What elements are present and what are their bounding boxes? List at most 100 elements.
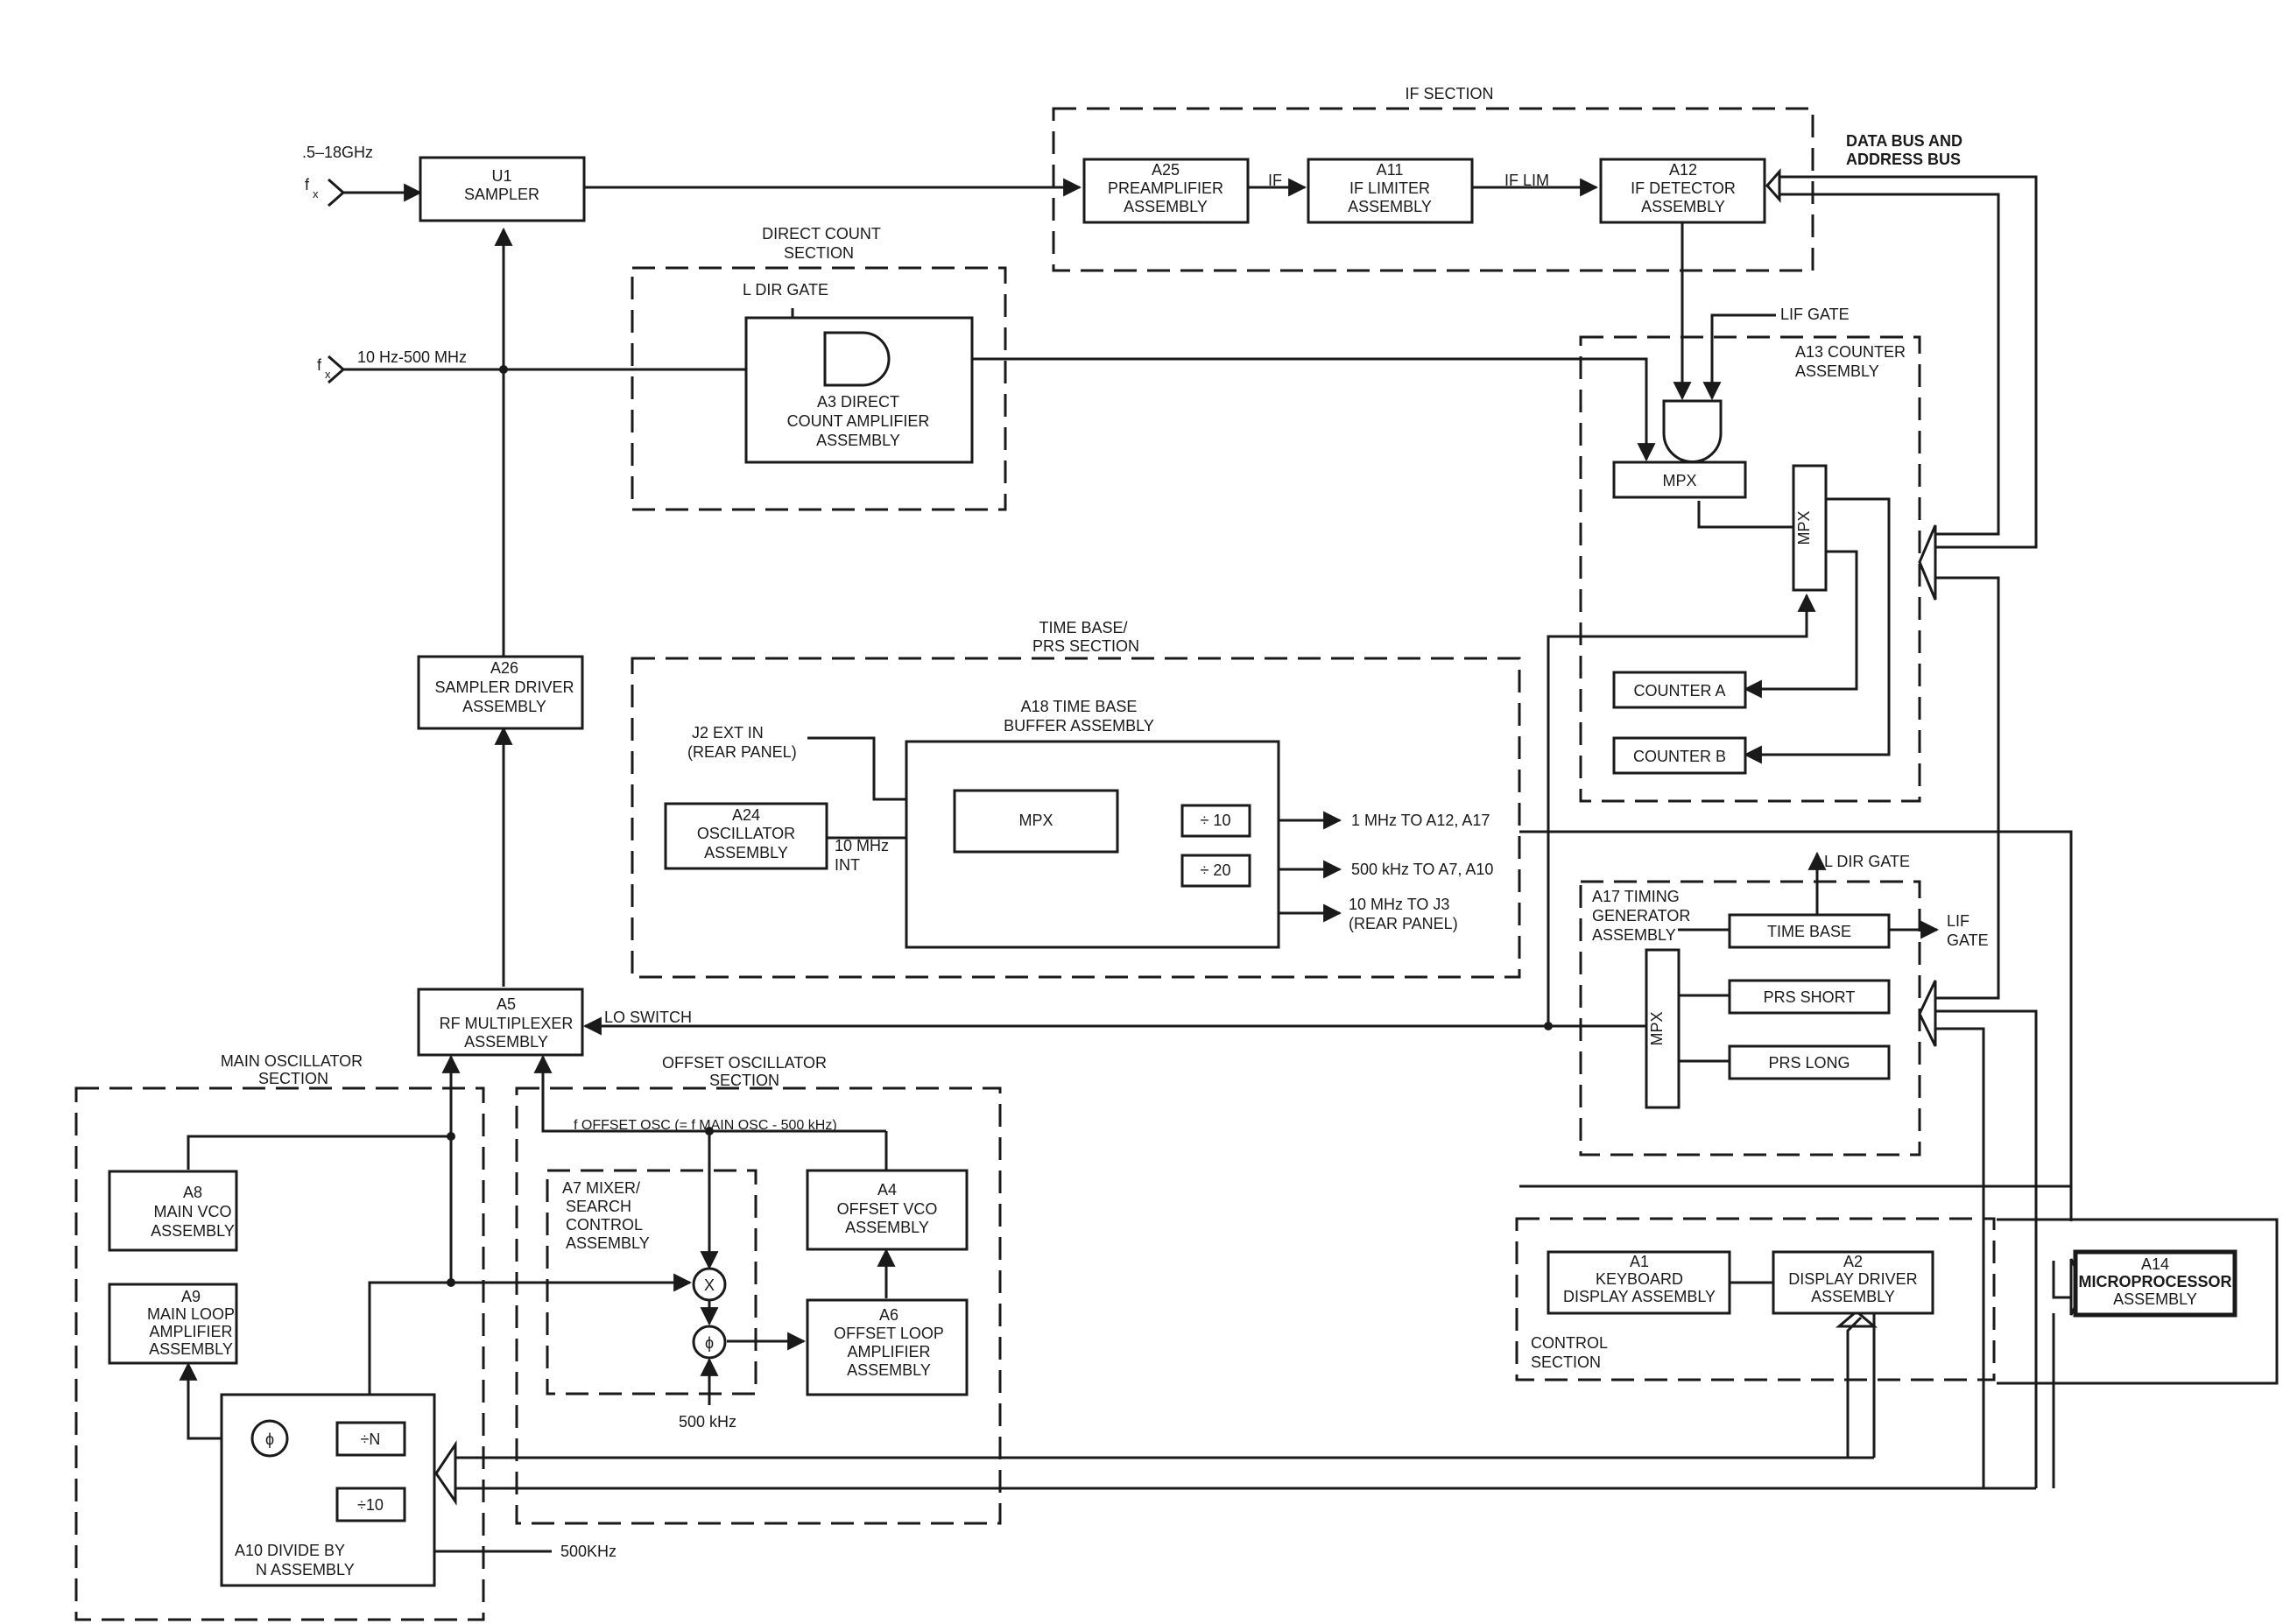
mixer-symbol: X <box>704 1276 715 1294</box>
out-10mhz-label-1: 10 MHz TO J3 <box>1349 896 1449 913</box>
a7-label-3: CONTROL <box>566 1216 643 1234</box>
counter-b-label: COUNTER B <box>1633 748 1726 765</box>
phase-detector-icon <box>250 1419 289 1458</box>
mixer-icon <box>692 1267 727 1302</box>
if-signal-label: IF <box>1268 172 1282 189</box>
divN-label: ÷N <box>361 1431 381 1448</box>
data-bus-label-2: ADDRESS BUS <box>1846 151 1961 168</box>
if-section-title: IF SECTION <box>1405 85 1493 102</box>
a6-label-4: ASSEMBLY <box>847 1361 931 1379</box>
a9-label-3: AMPLIFIER <box>149 1323 232 1340</box>
a5-label-1: A5 <box>497 995 516 1013</box>
a18-label-1: A18 TIME BASE <box>1021 698 1138 715</box>
a1-block: A1 KEYBOARD DISPLAY ASSEMBLY <box>1547 1250 1731 1315</box>
a12-label-3: ASSEMBLY <box>1641 198 1725 215</box>
a2-label-2: DISPLAY DRIVER <box>1788 1270 1917 1288</box>
a13-counter-outline <box>1579 335 1921 803</box>
a10-label-1: A10 DIVIDE BY <box>235 1542 345 1559</box>
a17-label-3: ASSEMBLY <box>1592 926 1676 944</box>
a14-label-1: A14 <box>2141 1255 2169 1273</box>
data-bus <box>434 168 2279 1506</box>
a13-mpx-label: MPX <box>1662 472 1696 489</box>
a4-label-1: A4 <box>877 1181 897 1199</box>
control-title-1: CONTROL <box>1531 1334 1608 1352</box>
a11-block: A11 IF LIMITER ASSEMBLY <box>1307 158 1474 224</box>
a11-label-3: ASSEMBLY <box>1348 198 1432 215</box>
a9-label-1: A9 <box>181 1288 201 1305</box>
main-osc-title-2: SECTION <box>258 1070 328 1087</box>
time-base-label: TIME BASE <box>1767 923 1851 940</box>
a7-label-2: SEARCH <box>566 1198 631 1215</box>
a17-mpx-label: MPX <box>1648 1011 1666 1045</box>
a9-block: A9 MAIN LOOP AMPLIFIER ASSEMBLY <box>108 1283 238 1365</box>
a24-block: A24 OSCILLATOR ASSEMBLY <box>664 802 828 870</box>
and-gate-icon <box>823 331 891 387</box>
a18-mpx-label: MPX <box>1018 812 1053 829</box>
direct-count-title-1: DIRECT COUNT <box>762 225 881 243</box>
a13-block: MPX MPX COUNTER A COUNTER B A13 COUNTER … <box>1612 343 1906 775</box>
a2-label-3: ASSEMBLY <box>1811 1288 1895 1305</box>
a26-label-3: ASSEMBLY <box>462 698 546 715</box>
a13-label-1: A13 COUNTER <box>1795 343 1906 361</box>
u1-label-2: SAMPLER <box>464 186 539 203</box>
if-lim-label: IF LIM <box>1504 172 1549 189</box>
main-osc-title-1: MAIN OSCILLATOR <box>221 1052 363 1070</box>
a1-label-2: KEYBOARD <box>1596 1270 1683 1288</box>
main-osc-section-outline <box>74 1086 485 1621</box>
a7-label-1: A7 MIXER/ <box>562 1179 640 1197</box>
a3-label-1: A3 DIRECT <box>817 393 899 411</box>
prs-long-label: PRS LONG <box>1768 1054 1850 1072</box>
offset-osc-section-outline <box>515 1086 1002 1525</box>
a13-label-2: ASSEMBLY <box>1795 362 1879 380</box>
and-gate-icon <box>1662 399 1723 463</box>
rf-range-label: .5–18GHz <box>302 144 373 161</box>
phase-symbol-2: ϕ <box>705 1334 714 1352</box>
j2-label-1: J2 EXT IN <box>692 724 764 742</box>
a24-label-3: ASSEMBLY <box>704 844 788 861</box>
div10b-label: ÷10 <box>357 1496 384 1514</box>
div20-label: ÷ 20 <box>1201 861 1231 879</box>
a10-block: ϕ ÷N ÷10 A10 DIVIDE BY N ASSEMBLY <box>220 1393 436 1587</box>
fx-sub-label-2: x <box>325 368 331 381</box>
u1-label-1: U1 <box>491 167 511 185</box>
direct-count-title-2: SECTION <box>784 244 854 262</box>
counter-a-label: COUNTER A <box>1633 682 1725 700</box>
j2-label-2: (REAR PANEL) <box>687 743 797 761</box>
int-label-2: INT <box>835 856 860 874</box>
direct-count-section-outline <box>631 266 1007 511</box>
a18-block: A18 TIME BASE BUFFER ASSEMBLY MPX ÷ 10 ÷… <box>905 698 1280 949</box>
signal-labels: .5–18GHz f x f x 10 Hz-500 MHz IF IF LIM… <box>302 132 1989 1560</box>
a12-label-2: IF DETECTOR <box>1631 179 1736 197</box>
ref-500khz-label: 500 kHz <box>679 1413 736 1431</box>
a26-label-2: SAMPLER DRIVER <box>434 678 574 696</box>
div10-label: ÷ 10 <box>1201 812 1231 829</box>
a14-block: A14 MICROPROCESSOR ASSEMBLY <box>2073 1249 2237 1318</box>
offset-osc-title-1: OFFSET OSCILLATOR <box>662 1054 827 1072</box>
lif-gate-label: LIF GATE <box>1780 306 1850 323</box>
u1-sampler-block: U1 SAMPLER <box>419 156 586 222</box>
lif-gate-out-2: GATE <box>1947 932 1989 949</box>
a8-label-2: MAIN VCO <box>153 1203 231 1220</box>
a5-label-2: RF MULTIPLEXER <box>440 1015 574 1032</box>
a10-label-2: N ASSEMBLY <box>256 1561 355 1578</box>
a26-block: A26 SAMPLER DRIVER ASSEMBLY <box>417 655 584 730</box>
prs-short-label: PRS SHORT <box>1764 988 1856 1006</box>
fx-sub-label: x <box>313 187 319 200</box>
a17-label-1: A17 TIMING <box>1592 888 1680 905</box>
fx-label-2: f <box>317 356 322 374</box>
phase-symbol: ϕ <box>265 1431 274 1448</box>
a1-label-3: DISPLAY ASSEMBLY <box>1563 1288 1716 1305</box>
a14-label-2: MICROPROCESSOR <box>2078 1273 2231 1290</box>
a25-block: A25 PREAMPLIFIER ASSEMBLY <box>1082 158 1250 224</box>
out-1mhz-label: 1 MHz TO A12, A17 <box>1351 812 1490 829</box>
a6-label-3: AMPLIFIER <box>847 1343 930 1360</box>
section-outlines <box>74 107 1996 1621</box>
a1-label-1: A1 <box>1630 1253 1649 1270</box>
out-10mhz-label-2: (REAR PANEL) <box>1349 915 1458 932</box>
a9-label-4: ASSEMBLY <box>149 1340 233 1358</box>
a3-label-3: ASSEMBLY <box>816 432 900 449</box>
a17-timing-outline <box>1579 880 1921 1156</box>
a9-label-2: MAIN LOOP <box>147 1305 235 1323</box>
a11-label-1: A11 <box>1377 161 1404 179</box>
